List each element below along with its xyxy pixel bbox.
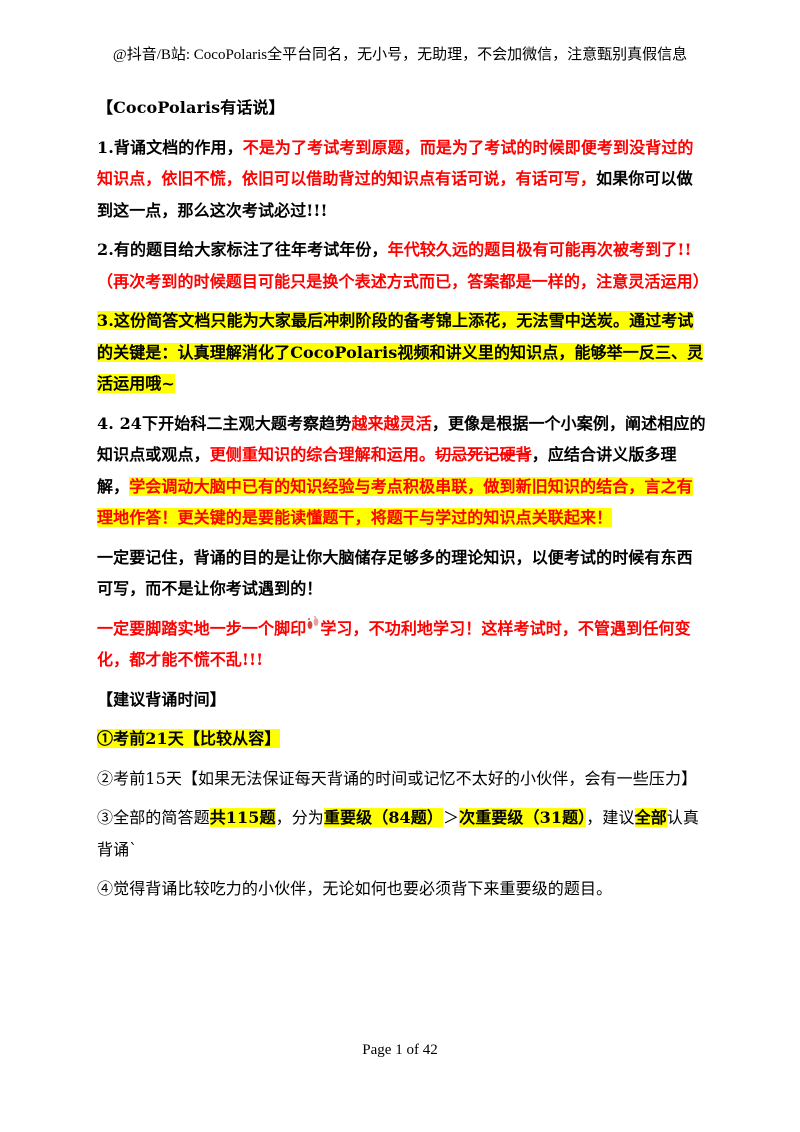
p4-red-highlight: 学会调动大脑中已有的知识经验与考点积极串联，做到新旧知识的结合，言之有理地作答！… (97, 476, 693, 527)
intro-title: 【CocoPolaris有话说】 (97, 98, 285, 117)
p4-red-1: 越来越灵活 (351, 413, 432, 433)
suggest-item-1: ①考前21天【比较从容】 (97, 723, 707, 755)
p4-mid-2: ，应结合讲义版多理解， (97, 445, 677, 496)
p6-tail: 学习，不功利地学习！这样考试时，不管遇到任何变化，都才能不慌不乱!!! (97, 618, 691, 670)
p1-tail: 如果你可以做到这一点，那么这次考试必过!!! (97, 169, 693, 220)
item3-all: 全部 (634, 808, 667, 827)
suggest-title: 【建议背诵时间】 (97, 689, 226, 709)
p2-red: 年代较久远的题目极有可能再次被考到了!!（再次考到的时候题目可能只是换个表述方式… (97, 240, 709, 291)
p4-strikethrough: 切忌死记硬背 (435, 445, 532, 464)
item3-advice: ，建议 (586, 808, 635, 827)
paragraph-5: 一定要记住，背诵的目的是让你大脑储存足够多的理论知识，以便考试的时候有东西可写，… (97, 547, 693, 599)
p3-highlight: 3.这份简答文档只能为大家最后冲刺阶段的备考锦上添花，无法雪中送炭。通过考试的关… (97, 311, 704, 393)
item3-gt: ＞ (443, 808, 460, 827)
suggest-item-2: ②考前15天【如果无法保证每天背诵的时间或记忆不太好的小伙伴，会有一些压力】 (97, 768, 698, 788)
paragraph-3: 3.这份简答文档只能为大家最后冲刺阶段的备考锦上添花，无法雪中送炭。通过考试的关… (97, 305, 707, 400)
document-body: 【CocoPolaris有话说】 1.背诵文档的作用，不是为了考试考到原题，而是… (97, 92, 709, 913)
paragraph-1: 1.背诵文档的作用，不是为了考试考到原题，而是为了考试的时候即便考到没背过的知识… (97, 132, 707, 227)
paragraph-4: 4. 24下开始科二主观大题考察趋势越来越灵活，更像是根据一个小案例，阐述相应的… (97, 408, 707, 534)
page-header: @抖音/B站: CocoPolaris全平台同名，无小号，无助理，不会加微信，注… (112, 47, 688, 63)
item3-tail: 认真背诵` (97, 808, 699, 859)
page-number: Page 1 of 42 (362, 1042, 438, 1058)
item3-total: 共115题 (209, 808, 276, 827)
p4-lead: 4. 24下开始科二主观大题考察趋势 (97, 413, 352, 433)
item1-highlight: ①考前21天【比较从容】 (97, 729, 281, 748)
suggest-item-3: ③全部的简答题共115题，分为重要级（84题）＞次重要级（31题），建议全部认真… (97, 802, 707, 865)
item3-important: 重要级（84题） (323, 808, 443, 827)
p6-lead: 一定要脚踏实地一步一个脚印 (97, 618, 307, 638)
paragraph-6: 一定要脚踏实地一步一个脚印学习，不功利地学习！这样考试时，不管遇到任何变化，都才… (97, 613, 707, 676)
item3-secondary: 次重要级（31题） (459, 808, 587, 827)
p1-lead: 1.背诵文档的作用， (97, 137, 243, 157)
p4-mid: ，更像是根据一个小案例，阐述相应的知识点或观点， (97, 413, 706, 465)
p1-red: 不是为了考试考到原题，而是为了考试的时候即便考到没背过的知识点，依旧不慌，依旧可… (97, 137, 694, 189)
p2-lead: 2.有的题目给大家标注了往年考试年份， (97, 240, 388, 259)
suggest-item-4: ④觉得背诵比较吃力的小伙伴，无论如何也要必须背下来重要级的题目。 (97, 879, 613, 898)
footprints-icon (306, 613, 320, 645)
item3-lead: ③全部的简答题 (97, 808, 210, 827)
paragraph-2: 2.有的题目给大家标注了往年考试年份，年代较久远的题目极有可能再次被考到了!!（… (97, 234, 709, 297)
p4-red-2: 更侧重知识的综合理解和运用。 (209, 445, 436, 464)
item3-sep: ，分为 (275, 808, 324, 827)
